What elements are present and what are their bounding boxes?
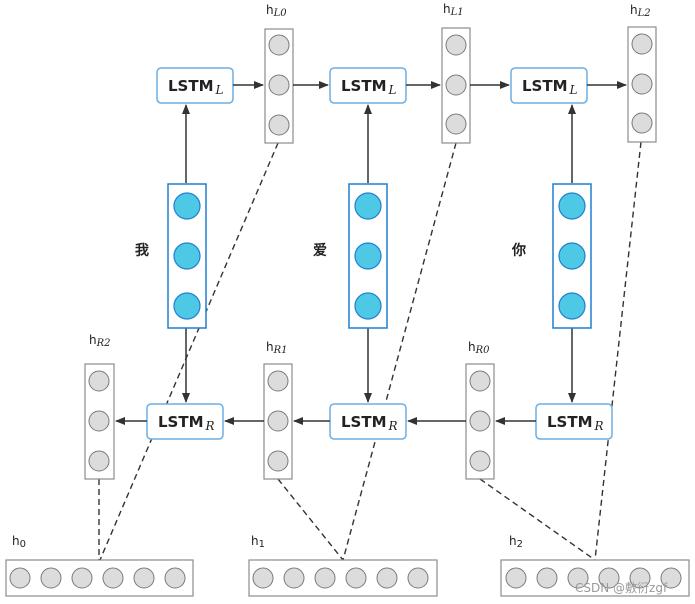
word-label-1: 我 xyxy=(135,243,149,259)
label-hl1: hL1 xyxy=(443,2,464,18)
state-hr1 xyxy=(263,363,293,480)
output-h2 xyxy=(500,559,690,597)
state-hl0 xyxy=(264,28,294,144)
output-h1 xyxy=(248,559,438,597)
output-h0 xyxy=(5,559,194,597)
label-hr0: hR0 xyxy=(468,340,490,356)
state-hr0 xyxy=(465,363,495,480)
label-h0: h0 xyxy=(12,534,26,550)
label-hl2: hL2 xyxy=(630,3,651,19)
dashed-connections xyxy=(98,141,642,561)
embedding-word-3 xyxy=(552,183,592,329)
dashed-hr1-to-h1 xyxy=(277,478,344,561)
dashed-hl1-to-h1 xyxy=(342,142,457,561)
state-hl2 xyxy=(627,26,657,143)
watermark: CSDN @敷衍zgf xyxy=(575,580,668,595)
label-hr2: hR2 xyxy=(89,333,111,349)
dashed-hl2-to-h2 xyxy=(594,141,642,561)
embedding-word-1 xyxy=(167,183,207,329)
embedding-word-2 xyxy=(348,183,388,329)
word-label-3: 你 xyxy=(511,242,526,259)
state-hl1 xyxy=(441,27,471,144)
dashed-hr0-to-h2 xyxy=(479,478,596,561)
label-h2: h2 xyxy=(509,534,523,550)
dashed-hl0-to-h0 xyxy=(99,142,279,561)
state-hr2 xyxy=(84,363,115,480)
vertical-arrows xyxy=(182,104,576,403)
label-h1: h1 xyxy=(251,534,265,550)
label-hr1: hR1 xyxy=(266,340,288,356)
label-hl0: hL0 xyxy=(266,3,287,19)
word-label-2: 爱 xyxy=(313,243,327,259)
